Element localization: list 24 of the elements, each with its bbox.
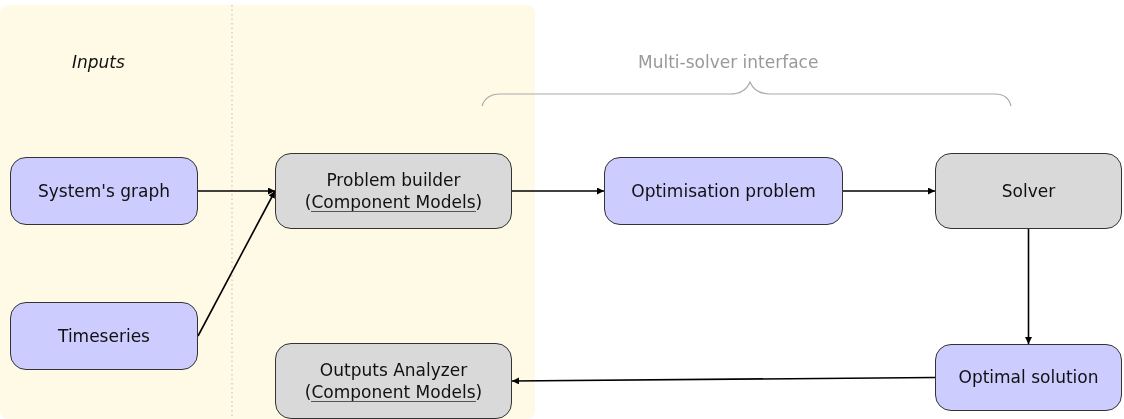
arrow [511,187,605,195]
module-box [935,153,1122,229]
bracket-label: Multi-solver interface [638,52,819,72]
arrow [1025,228,1032,345]
data-box [935,344,1122,411]
node-title: Timeseries [58,324,150,348]
node-title: Optimal solution [958,366,1099,389]
arrow [197,190,276,337]
data-box [10,302,198,370]
node-title: System's graph [37,179,171,203]
arrow [842,187,936,195]
data-box [604,157,843,225]
arrow [197,187,276,195]
module-box [275,153,512,229]
section-label: Inputs [72,52,125,72]
node-title: Problem builder [326,168,461,191]
data-box [10,157,198,225]
node-title: Solver [1001,179,1056,203]
node-title: Optimisation problem [631,179,816,203]
node-title: Outputs Analyzer [319,358,468,381]
node-subtitle: (Component Models) [304,381,483,404]
module-box [275,343,512,419]
arrow [511,376,936,385]
node-subtitle: (Component Models) [304,191,483,214]
